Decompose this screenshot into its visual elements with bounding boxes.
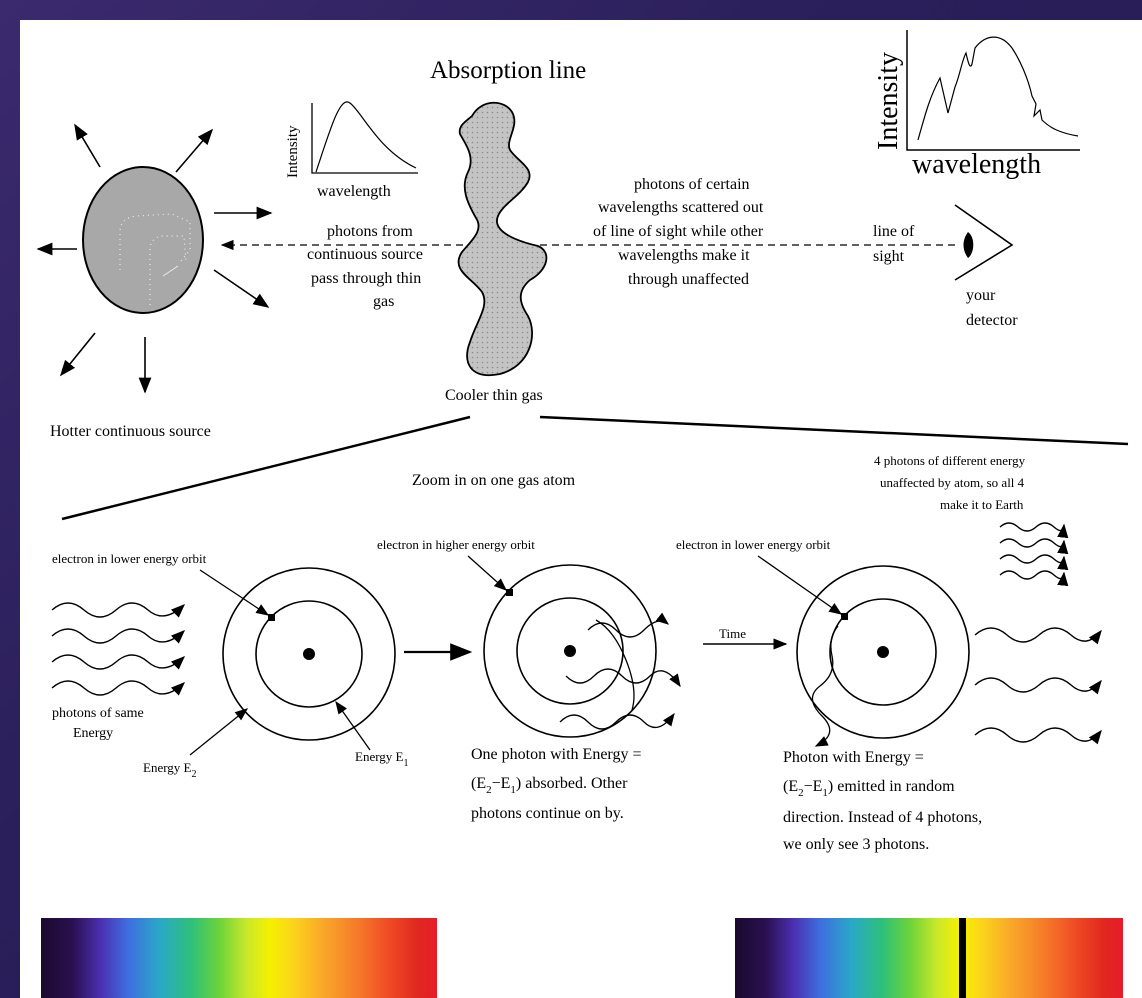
emitted-caption: direction. Instead of 4 photons,: [783, 809, 982, 826]
gas-cloud: [459, 103, 547, 375]
energy-e2-label: Energy E2: [143, 760, 197, 780]
incoming-photons: [52, 603, 184, 695]
scatter-label: wavelengths scattered out: [598, 199, 764, 216]
electron-higher-label: electron in higher energy orbit: [377, 537, 535, 552]
zoom-label: Zoom in on one gas atom: [412, 472, 576, 489]
photons-from-label: gas: [373, 293, 394, 310]
absorbed-caption: photons continue on by.: [471, 805, 624, 822]
scatter-label: wavelengths make it: [618, 247, 750, 264]
same-energy-label: Energy: [73, 726, 113, 741]
atom-emission: [797, 566, 969, 738]
same-energy-label: photons of same: [52, 706, 144, 721]
continuous-spectrum-gradient: [41, 918, 437, 998]
photons-from-label: pass through thin: [311, 270, 421, 287]
hot-source-star: [83, 167, 203, 313]
emitted-caption: we only see 3 photons.: [783, 836, 929, 853]
emitted-caption: (E2−E1) emitted in random: [783, 778, 955, 799]
absorption-dark-line: [959, 918, 966, 998]
four-photons-label: 4 photons of different energy: [874, 453, 1026, 468]
four-photons-waves: [1000, 523, 1064, 579]
small-inset-ylabel: Intensity: [285, 125, 301, 178]
line-of-sight-label: line of: [873, 223, 915, 240]
small-spectrum-inset: Intensity wavelength: [285, 102, 418, 200]
large-inset-xlabel: wavelength: [912, 149, 1041, 180]
scatter-label: of line of sight while other: [593, 223, 764, 240]
atom-ground-state: [223, 568, 395, 740]
hotter-source-label: Hotter continuous source: [50, 423, 211, 440]
cooler-gas-label: Cooler thin gas: [445, 387, 543, 404]
emitted-caption: Photon with Energy =: [783, 749, 924, 766]
large-spectrum-inset: Intensity wavelength: [873, 30, 1080, 180]
passing-photons-atom2: [560, 620, 680, 729]
absorption-spectrum-gradient: [735, 918, 1123, 998]
absorbed-caption: (E2−E1) absorbed. Other: [471, 775, 628, 796]
scatter-label: photons of certain: [634, 176, 750, 193]
passing-photons-atom3: [975, 628, 1101, 742]
detector-label: your: [966, 287, 996, 304]
photons-from-label: continuous source: [307, 246, 423, 263]
time-label: Time: [719, 626, 746, 641]
small-inset-xlabel: wavelength: [317, 183, 391, 200]
energy-e1-label: Energy E1: [355, 749, 409, 769]
emitted-photon: [812, 626, 838, 746]
line-of-sight-label: sight: [873, 248, 905, 265]
absorbed-caption: One photon with Energy =: [471, 746, 641, 763]
detector-label: detector: [966, 312, 1018, 329]
photons-from-label: photons from: [327, 223, 413, 240]
diagram-title: Absorption line: [430, 57, 586, 84]
absorption-spectrum: [735, 918, 1123, 998]
four-photons-label: make it to Earth: [940, 497, 1024, 512]
large-inset-ylabel: Intensity: [873, 52, 904, 150]
zoom-line-right: [540, 417, 1128, 444]
four-photons-label: unaffected by atom, so all 4: [880, 475, 1025, 490]
electron-lower-label: electron in lower energy orbit: [676, 537, 831, 552]
atom-excited-state: [484, 565, 656, 737]
continuous-spectrum: [41, 918, 437, 998]
electron-lower-label: electron in lower energy orbit: [52, 551, 207, 566]
detector-eye-icon: [955, 205, 1012, 280]
scatter-label: through unaffected: [628, 271, 749, 288]
